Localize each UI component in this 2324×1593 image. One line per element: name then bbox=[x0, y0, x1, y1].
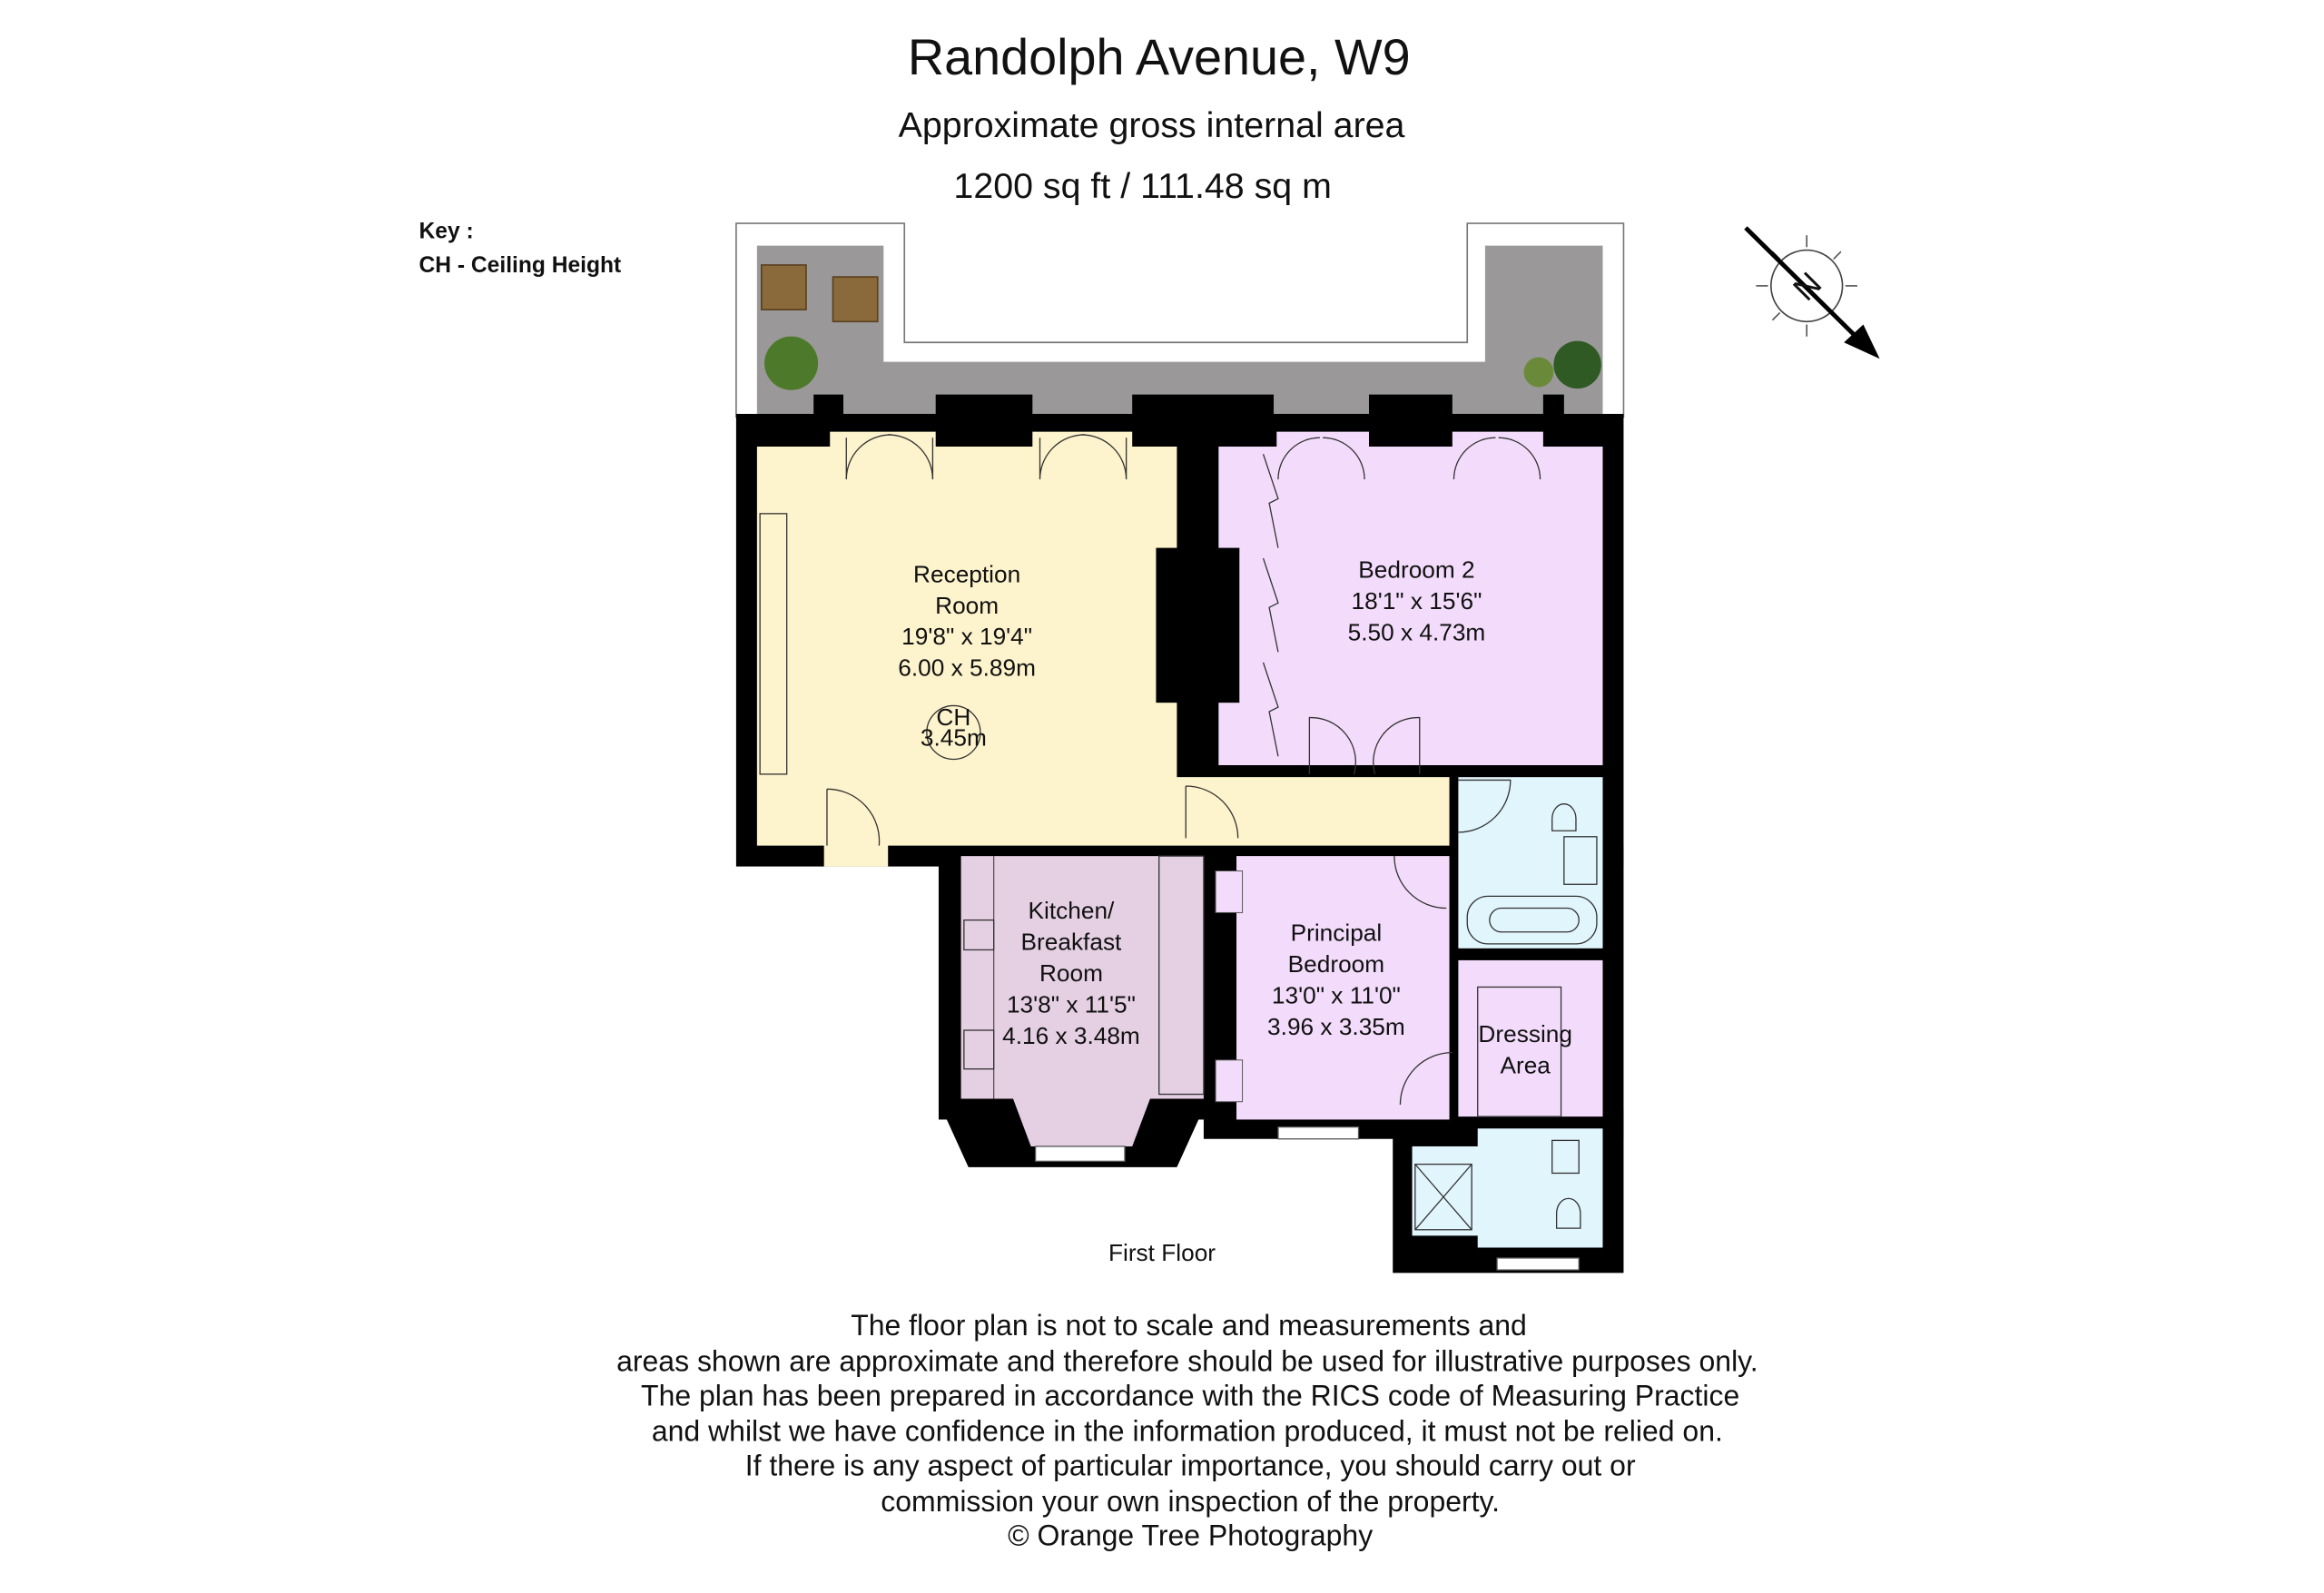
disclaimer-line: The plan has been prepared in accordance… bbox=[641, 1379, 1739, 1411]
plant-icon bbox=[764, 336, 819, 390]
bath-icon bbox=[1466, 895, 1598, 945]
principal-bedroom: Principal Bedroom 13'0" x 11'0" 3.96 x 3… bbox=[1215, 856, 1450, 1140]
chair-icon bbox=[760, 264, 807, 310]
plan-title: Randolph Avenue, W9 bbox=[908, 29, 1411, 85]
sink-icon bbox=[1563, 836, 1598, 885]
bedroom-2: Bedroom 2 18'1" x 15'6" 5.50 x 4.73m bbox=[1156, 431, 1603, 775]
reception-size-metric: 6.00 x 5.89m bbox=[898, 654, 1036, 682]
plant-icon bbox=[1553, 340, 1601, 389]
north-arrow-icon: N bbox=[1744, 226, 1880, 359]
bathroom bbox=[1458, 777, 1603, 949]
bedroom2-size-metric: 5.50 x 4.73m bbox=[1348, 618, 1486, 645]
kitchen-breakfast-room: Kitchen/ Breakfast Room 13'8" x 11'5" 4.… bbox=[960, 855, 1205, 1163]
plant-icon bbox=[1523, 357, 1554, 388]
floor-label: First Floor bbox=[1108, 1239, 1216, 1266]
kitchen-name-1: Kitchen/ bbox=[1029, 897, 1116, 924]
kitchen-sink-icon bbox=[963, 1029, 995, 1070]
principal-bedroom-size-metric: 3.96 x 3.35m bbox=[1267, 1013, 1405, 1040]
reception-room: CH 3.45m Reception Room 19'8" x 19'4" 6.… bbox=[756, 431, 1450, 867]
disclaimer: The floor plan is not to scale and measu… bbox=[616, 1309, 1758, 1551]
disclaimer-line: The floor plan is not to scale and measu… bbox=[851, 1309, 1527, 1342]
disclaimer-line: commission your own inspection of the pr… bbox=[881, 1485, 1500, 1518]
dressing-area: Dressing Area bbox=[1399, 959, 1603, 1117]
key-item-ceiling-height: CH - Ceiling Height bbox=[419, 253, 622, 278]
plan-area: 1200 sq ft / 111.48 sq m bbox=[953, 166, 1331, 206]
plan-subtitle: Approximate gross internal area bbox=[899, 105, 1405, 145]
principal-bedroom-name-2: Bedroom bbox=[1288, 950, 1384, 978]
sink-icon bbox=[1551, 1139, 1580, 1175]
reception-size-imperial: 19'8" x 19'4" bbox=[901, 623, 1032, 650]
principal-bedroom-size-imperial: 13'0" x 11'0" bbox=[1272, 981, 1401, 1008]
ensuite-shower-room bbox=[1412, 1128, 1603, 1271]
ceiling-height-label: CH bbox=[936, 703, 970, 731]
kitchen-name-3: Room bbox=[1039, 959, 1103, 987]
ceiling-height-value: 3.45m bbox=[921, 724, 987, 752]
ceiling-height-marker bbox=[926, 704, 981, 761]
kitchen-size-imperial: 13'8" x 11'5" bbox=[1007, 990, 1136, 1018]
chair-icon bbox=[832, 276, 879, 323]
toilet-icon bbox=[1551, 803, 1577, 831]
hob-icon bbox=[963, 919, 995, 951]
principal-bedroom-name-1: Principal bbox=[1291, 919, 1383, 947]
disclaimer-line: areas shown are approximate and therefor… bbox=[616, 1345, 1758, 1378]
kitchen-size-metric: 4.16 x 3.48m bbox=[1002, 1022, 1140, 1049]
disclaimer-line: If there is any aspect of particular imp… bbox=[745, 1449, 1636, 1481]
kitchen-name-2: Breakfast bbox=[1021, 928, 1123, 955]
reception-name-2: Room bbox=[935, 592, 999, 619]
bedroom2-size-imperial: 18'1" x 15'6" bbox=[1352, 587, 1482, 615]
reception-name-1: Reception bbox=[913, 560, 1020, 587]
key-title: Key : bbox=[419, 219, 474, 243]
bedroom2-name: Bedroom 2 bbox=[1358, 556, 1474, 583]
disclaimer-line: and whilst we have confidence in the inf… bbox=[652, 1415, 1723, 1448]
copyright: © Orange Tree Photography bbox=[1008, 1519, 1373, 1552]
terrace bbox=[735, 222, 1625, 418]
toilet-icon bbox=[1555, 1197, 1581, 1229]
dressing-name-2: Area bbox=[1500, 1052, 1551, 1079]
dressing-name-1: Dressing bbox=[1478, 1020, 1572, 1047]
shower-icon bbox=[1414, 1163, 1472, 1231]
